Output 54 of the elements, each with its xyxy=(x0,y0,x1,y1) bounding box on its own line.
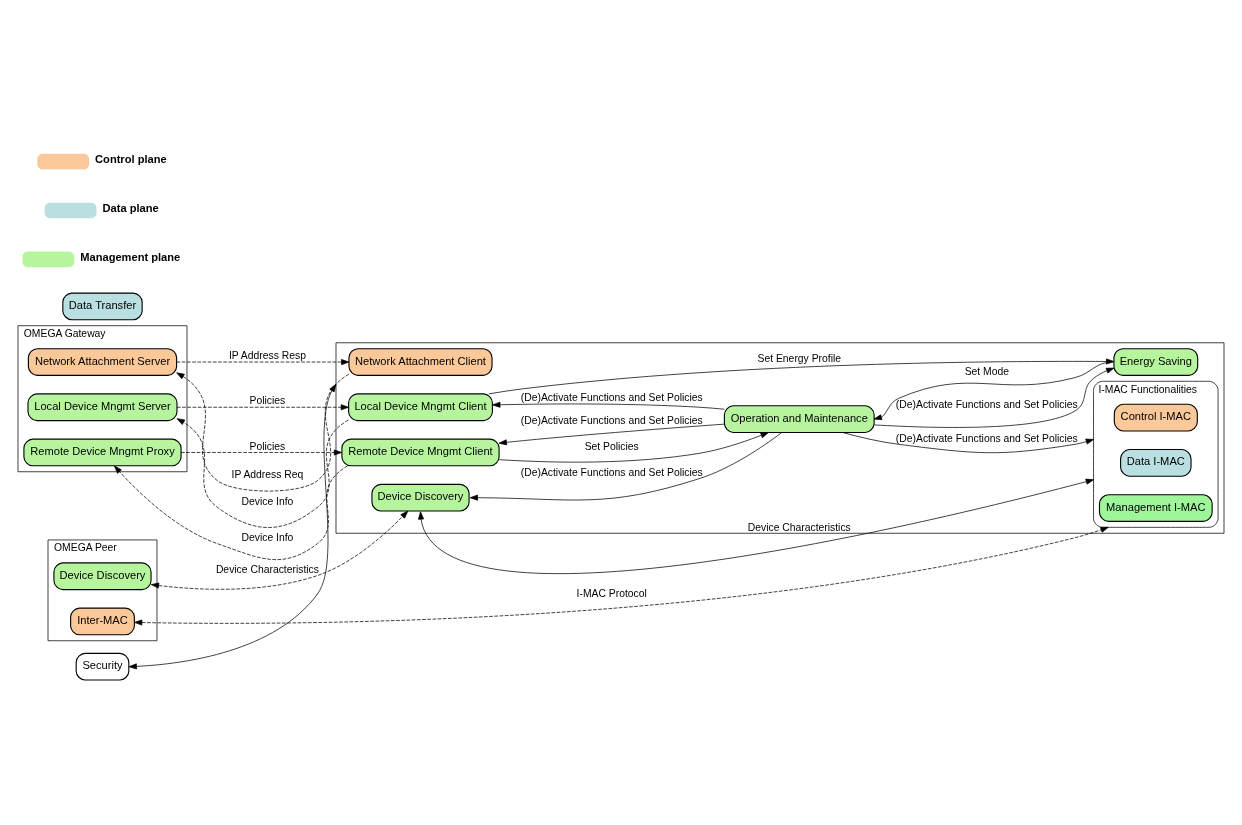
edge-label: Set Mode xyxy=(964,365,1009,377)
edge-label: (De)Activate Functions and Set Policies xyxy=(520,466,703,478)
arrow xyxy=(873,367,1115,428)
edge-label: Device Characteristics xyxy=(215,563,319,575)
arrow xyxy=(469,431,782,501)
arrow xyxy=(498,423,725,445)
node-box: Local Device Mngmt Client xyxy=(348,392,493,421)
edge-label: (De)Activate Functions and Set Policies xyxy=(895,432,1078,443)
arrow xyxy=(498,431,769,462)
edge-label: Device Info xyxy=(241,495,294,507)
node-box: Management I-MAC xyxy=(1098,493,1213,522)
node-box: Network Attachment Server xyxy=(27,347,178,376)
arrow xyxy=(176,403,349,410)
arrow xyxy=(418,478,1094,574)
edge-label: IP Address Req xyxy=(231,468,304,480)
arrow xyxy=(150,510,409,590)
edge-label: Device Info xyxy=(241,531,294,543)
legend-label: Control plane xyxy=(95,152,167,165)
edge-label: IP Address Resp xyxy=(228,349,306,361)
edge-label: Policies xyxy=(249,394,286,406)
edge-label: Set Energy Profile xyxy=(757,352,842,364)
arrow xyxy=(873,361,1114,420)
legend-label: Data plane xyxy=(102,201,159,214)
edge-label: (De)Activate Functions and Set Policies xyxy=(520,391,703,403)
edge-label: Device Characteristics xyxy=(747,521,851,533)
node-box: Remote Device Mngmt Proxy xyxy=(23,438,182,466)
node-box: Data I-MAC xyxy=(1120,448,1192,477)
edge-label: I-MAC Protocol xyxy=(576,587,647,599)
node-box: Local Device Mngmt Server xyxy=(27,392,178,421)
node-box: Remote Device Mngmt Client xyxy=(341,438,500,466)
arrow xyxy=(180,449,343,455)
arrow xyxy=(176,417,349,528)
node-box: Control I-MAC xyxy=(1113,403,1198,432)
arrow xyxy=(176,371,350,491)
node-box: Data Transfer xyxy=(62,292,143,320)
arrow xyxy=(128,383,337,669)
edge-label: (De)Activate Functions and Set Policies xyxy=(895,398,1078,410)
arrow xyxy=(488,358,1115,394)
arrow xyxy=(114,464,348,560)
node-box: Operation and Maintenance xyxy=(723,404,875,433)
edge-label: (De)Activate Functions and Set Policies xyxy=(520,414,703,426)
node-box: Device Discovery xyxy=(371,483,470,512)
node-box: Network Attachment Client xyxy=(348,347,493,376)
node-box: Inter-MAC xyxy=(70,607,135,635)
arrow xyxy=(134,526,1109,625)
edge-label: Policies xyxy=(249,440,286,452)
arrow xyxy=(492,401,725,410)
edge-label: Set Policies xyxy=(584,440,639,452)
node-box: Security xyxy=(75,652,130,681)
node-box: Energy Saving xyxy=(1113,347,1199,376)
arrow xyxy=(176,358,350,365)
arrow xyxy=(842,431,1094,453)
legend-label: Management plane xyxy=(80,250,181,263)
node-box: Device Discovery xyxy=(53,561,152,590)
